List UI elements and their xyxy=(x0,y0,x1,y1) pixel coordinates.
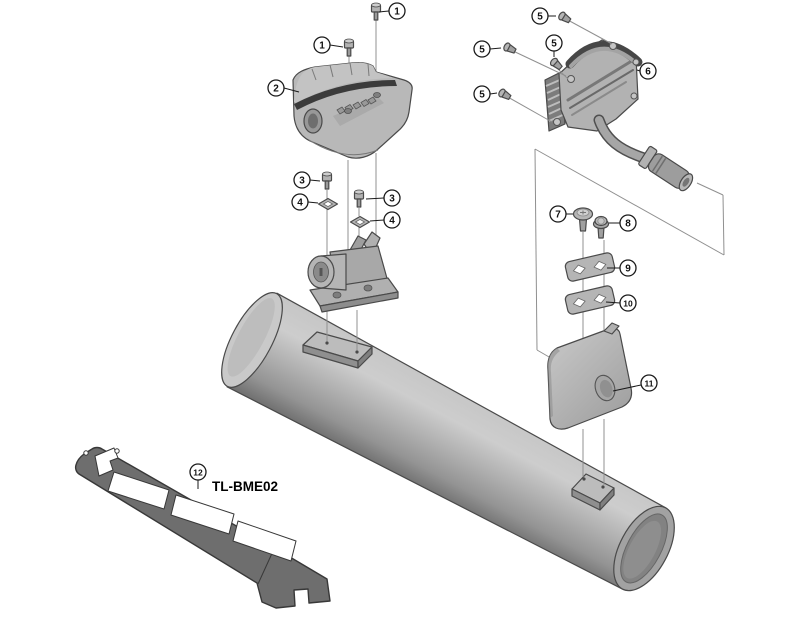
screw-5a xyxy=(558,11,572,24)
callout-11: 11 xyxy=(612,374,658,392)
callout-5: 5 xyxy=(473,85,498,103)
clamp-bracket xyxy=(307,231,399,313)
callout-7: 7 xyxy=(549,205,573,223)
svg-text:5: 5 xyxy=(479,89,485,100)
screw-5b xyxy=(503,42,517,54)
callout-4: 4 xyxy=(291,193,319,211)
svg-text:5: 5 xyxy=(537,11,543,22)
svg-text:4: 4 xyxy=(389,215,395,226)
screw-8 xyxy=(592,215,610,239)
svg-text:11: 11 xyxy=(645,378,654,388)
switch-unit xyxy=(544,39,694,192)
svg-text:6: 6 xyxy=(645,66,651,77)
tool-label: TL-BME02 xyxy=(212,479,278,494)
screw-5c xyxy=(549,57,563,71)
plate-10 xyxy=(564,285,616,315)
svg-text:10: 10 xyxy=(623,298,633,308)
mounting-pad-right xyxy=(571,473,615,511)
handlebar-tube xyxy=(221,292,675,592)
guide-lines-screws5 xyxy=(505,18,613,123)
callout-2: 2 xyxy=(267,79,300,97)
svg-text:3: 3 xyxy=(389,193,395,204)
svg-text:8: 8 xyxy=(625,218,631,229)
svg-text:7: 7 xyxy=(555,209,561,220)
callout-8: 8 xyxy=(609,214,637,232)
svg-text:12: 12 xyxy=(193,467,203,477)
callout-1: 1 xyxy=(313,36,344,54)
svg-text:5: 5 xyxy=(479,44,485,55)
cable-connector xyxy=(638,145,694,192)
tube-open-mouth xyxy=(613,505,675,592)
callout-4: 4 xyxy=(369,211,401,229)
washer-4a xyxy=(317,197,339,211)
svg-text:5: 5 xyxy=(551,38,557,49)
svg-text:3: 3 xyxy=(299,175,305,186)
callout-1: 1 xyxy=(378,2,406,20)
svg-text:1: 1 xyxy=(394,6,400,17)
callout-10: 10 xyxy=(605,294,637,312)
mounting-tool xyxy=(74,446,331,609)
screw-3b xyxy=(353,189,365,208)
bar-clamp-arc xyxy=(565,41,643,69)
svg-text:9: 9 xyxy=(625,263,631,274)
screw-5d xyxy=(498,88,512,101)
callout-12: 12 xyxy=(189,463,207,489)
mounting-pad-left xyxy=(302,331,373,369)
screw-7 xyxy=(572,207,594,232)
svg-text:4: 4 xyxy=(297,197,303,208)
cover-hole xyxy=(594,374,616,402)
cover-11 xyxy=(547,322,633,430)
screw-1b xyxy=(343,38,355,57)
detail-frame xyxy=(534,148,725,362)
callout-3: 3 xyxy=(365,189,401,207)
callout-9: 9 xyxy=(607,259,637,277)
callout-3: 3 xyxy=(293,171,321,189)
callout-5: 5 xyxy=(473,40,502,58)
screw-3a xyxy=(321,171,333,190)
display-unit xyxy=(292,62,413,159)
washer-4b xyxy=(349,215,371,229)
display-screen-band xyxy=(294,80,397,110)
callout-6: 6 xyxy=(636,62,657,80)
cable xyxy=(593,114,650,164)
callout-5: 5 xyxy=(531,7,556,25)
screw-1a xyxy=(370,2,382,21)
plate-9 xyxy=(564,252,616,282)
callout-5: 5 xyxy=(545,34,563,57)
svg-text:1: 1 xyxy=(319,40,325,51)
svg-text:2: 2 xyxy=(273,83,279,94)
guide-lines-right xyxy=(582,232,605,485)
